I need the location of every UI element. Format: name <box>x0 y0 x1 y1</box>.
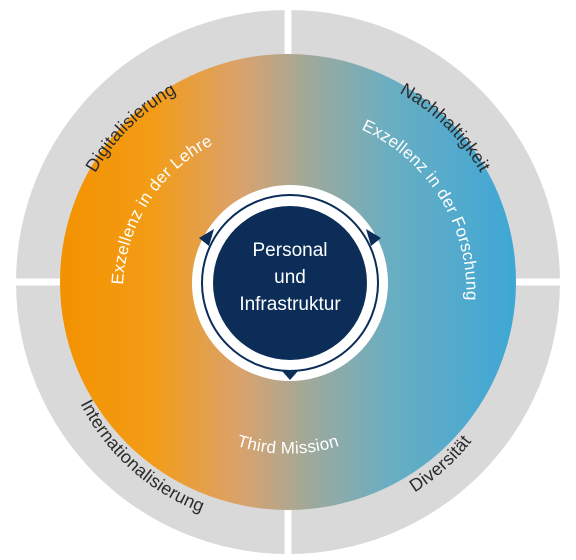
arrow-bottom-icon <box>282 371 298 380</box>
center-line-personal: Personal <box>253 240 328 261</box>
center-disc <box>213 206 367 360</box>
arrow-right-icon <box>366 229 381 246</box>
arrow-left-icon <box>199 229 214 246</box>
center-line-und: und <box>274 267 306 288</box>
center-line-infrastruktur: Infrastruktur <box>239 294 341 315</box>
